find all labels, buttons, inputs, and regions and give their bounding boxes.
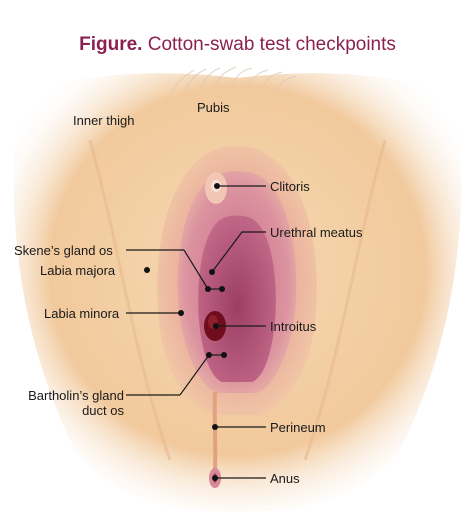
skenes-dot-right: [219, 286, 225, 292]
label-urethral-meatus: Urethral meatus: [270, 225, 363, 240]
clitoris-dot: [214, 183, 220, 189]
label-anus: Anus: [270, 471, 300, 486]
perineum-dot: [212, 424, 218, 430]
bartholins-leader-diagonal: [179, 354, 210, 396]
label-introitus: Introitus: [270, 319, 317, 334]
label-labia-majora: Labia majora: [40, 263, 116, 278]
label-skenes-gland-os: Skene’s gland os: [14, 243, 113, 258]
label-perineum: Perineum: [270, 420, 326, 435]
label-bartholins-line1: Bartholin’s gland: [28, 388, 124, 403]
label-clitoris: Clitoris: [270, 179, 310, 194]
skenes-leader-diagonal: [183, 249, 209, 290]
perineum-raphe: [212, 391, 218, 471]
urethral-meatus-dot: [209, 269, 215, 275]
bartholins-dot-left: [206, 352, 212, 358]
leader-lines: [126, 185, 266, 479]
label-inner-thigh: Inner thigh: [73, 113, 135, 128]
left-thigh-crease: [88, 139, 172, 461]
label-pubis: Pubis: [197, 100, 230, 115]
figure-title-text: Cotton-swab test checkpoints: [147, 34, 396, 55]
figure-title-lead: Figure.: [79, 34, 143, 55]
right-thigh-crease: [303, 139, 387, 461]
labia-majora-dot: [144, 267, 150, 273]
labia-minora-dot: [178, 310, 184, 316]
anus-dot: [212, 475, 218, 481]
skenes-dot-left: [205, 286, 211, 292]
checkpoint-dots: [144, 183, 227, 481]
figure-title: Figure. Cotton-swab test checkpoints: [0, 34, 475, 56]
label-labia-minora: Labia minora: [44, 306, 120, 321]
bartholins-dot-right: [221, 352, 227, 358]
label-bartholins-line2: duct os: [82, 403, 124, 418]
urethral-meatus-leader: [211, 231, 266, 273]
introitus-dot: [213, 323, 219, 329]
label-bartholins-gland-duct-os: Bartholin’s gland duct os: [8, 388, 124, 418]
pubic-hair: [171, 66, 297, 93]
